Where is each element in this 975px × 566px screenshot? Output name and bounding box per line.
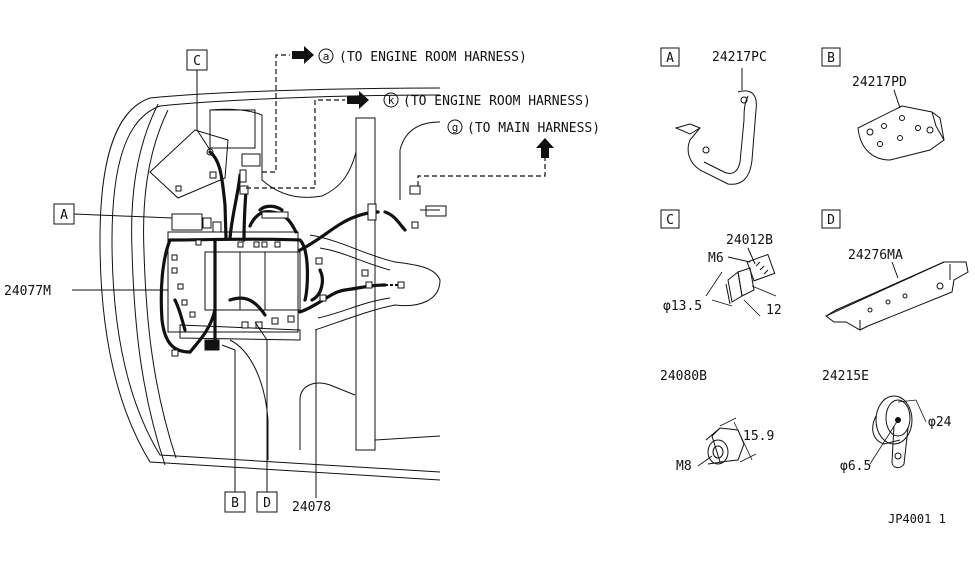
label-box-d-text: D [263,496,271,511]
part-c: C 24012B M6 φ13.5 12 [660,209,782,318]
arrow-icon [347,91,369,109]
part-f: 24215E φ24 φ6.5 [822,369,952,474]
callout-a: a (TO ENGINE ROOM HARNESS) [318,48,527,65]
engine-harness [159,150,407,354]
harness-bottom-part-number: 24078 [292,500,331,515]
part-d-number: 24276MA [848,248,903,263]
part-a: A 24217PC [660,47,767,185]
callout-a-letter: a [323,50,330,63]
part-b-box: B [827,51,835,66]
vehicle-body-outline [99,87,441,481]
part-e-height: 15.9 [743,429,774,444]
part-a-number: 24217PC [712,50,767,65]
part-f-outer: φ24 [928,415,952,430]
label-box-c: C [186,49,211,151]
label-box-a: A [53,203,173,225]
part-e-number: 24080B [660,369,707,384]
callout-b: k (TO ENGINE ROOM HARNESS) [383,92,591,109]
label-box-a-text: A [60,208,68,223]
part-c-number: 24012B [726,233,773,248]
label-harness-24078: 24078 [292,330,331,515]
part-b: B 24217PD [821,47,945,161]
part-c-box: C [666,213,674,228]
callout-arrows [292,46,554,158]
callout-a-text: (TO ENGINE ROOM HARNESS) [339,50,527,65]
part-b-number: 24217PD [852,75,907,90]
part-f-number: 24215E [822,369,869,384]
part-d-box: D [827,213,835,228]
part-f-inner: φ6.5 [840,459,871,474]
part-e: 24080B 15.9 M8 [660,369,774,474]
part-a-box: A [666,51,674,66]
label-harness-24077m: 24077M [4,284,168,299]
callout-c-text: (TO MAIN HARNESS) [467,121,600,136]
arrow-icon [292,46,314,64]
harness-part-number: 24077M [4,284,51,299]
drawing-code: JP4001 1 [888,512,946,526]
part-d: D 24276MA [821,209,969,331]
relay-box [149,109,256,199]
callout-c-letter: g [452,121,459,134]
arrow-icon [536,138,554,158]
harness-connectors [171,153,447,357]
label-box-d: D [254,321,278,513]
part-c-length: 12 [766,303,782,318]
label-box-b-text: B [231,496,239,511]
part-c-diameter: φ13.5 [663,299,702,314]
part-e-thread: M8 [676,459,692,474]
label-box-b: B [221,344,246,513]
callout-c: g (TO MAIN HARNESS) [447,119,600,136]
part-c-thread: M6 [708,251,724,266]
label-box-c-text: C [193,54,201,69]
callout-routing [246,54,546,211]
callout-b-letter: k [388,94,395,107]
callout-b-text: (TO ENGINE ROOM HARNESS) [403,94,591,109]
